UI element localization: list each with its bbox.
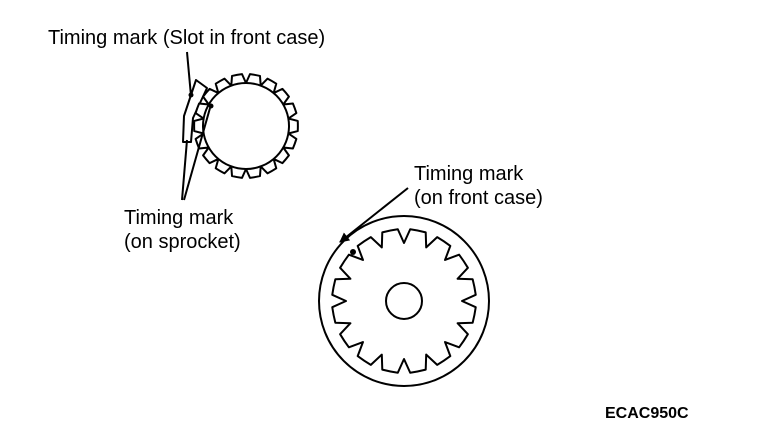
small-sprocket-body [202, 82, 290, 170]
figure-code: ECAC950C [605, 405, 689, 422]
sprocket-mark-leader-left [181, 139, 188, 201]
front-case-timing-mark-dot [350, 249, 356, 255]
small-sprocket [193, 73, 299, 179]
front-case-slot [182, 79, 208, 143]
sprocket-timing-mark-label-line1: Timing mark [124, 207, 234, 229]
large-sprocket [318, 215, 490, 387]
front-case-timing-mark-label-line2: (on front case) [414, 187, 543, 209]
sprocket-timing-mark-label-line2: (on sprocket) [124, 231, 241, 253]
sprocket-timing-mark-dot [208, 103, 214, 109]
large-sprocket-hub [385, 282, 423, 320]
sprocket-mark-leader-right [183, 107, 211, 201]
slot-timing-mark-label: Timing mark (Slot in front case) [48, 27, 326, 49]
front-case-timing-mark-label-line1: Timing mark [414, 163, 524, 185]
front-case-timing-mark-label: Timing mark (on front case) [414, 162, 543, 210]
front-case-mark-arrow [339, 187, 409, 243]
sprocket-timing-mark-label: Timing mark (on sprocket) [124, 206, 241, 254]
slot-mark-leader [186, 51, 192, 97]
